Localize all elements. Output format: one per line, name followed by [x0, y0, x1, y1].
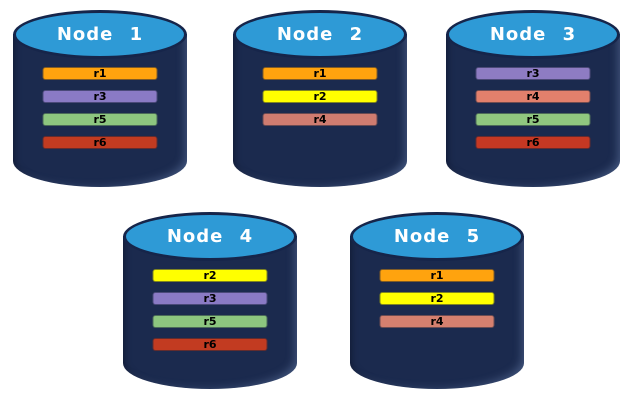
replica-bar-r2: r2 [262, 90, 378, 103]
replica-bar-r1: r1 [42, 67, 158, 80]
node-1-cylinder-body [13, 34, 187, 187]
replica-bar-r1: r1 [262, 67, 378, 80]
node-2-cylinder-body [233, 34, 407, 187]
replica-bar-r3: r3 [152, 292, 268, 305]
node-2-cylinder: Node 2 r1 r2 r4 [233, 10, 407, 187]
replica-bar-r3: r3 [475, 67, 591, 80]
replica-bar-r4: r4 [379, 315, 495, 328]
node-2-replica-list: r1 r2 r4 [262, 67, 378, 136]
replica-bar-r3: r3 [42, 90, 158, 103]
replica-bar-r2: r2 [152, 269, 268, 282]
replica-bar-r2: r2 [379, 292, 495, 305]
replica-bar-r4: r4 [475, 90, 591, 103]
node-5-cylinder-top: Node 5 [350, 212, 524, 261]
node-5-cylinder: Node 5 r1 r2 r4 [350, 212, 524, 389]
replica-bar-r5: r5 [42, 113, 158, 126]
node-3-cylinder-top: Node 3 [446, 10, 620, 59]
node-1-cylinder-top: Node 1 [13, 10, 187, 59]
node-2-cylinder-top: Node 2 [233, 10, 407, 59]
replica-bar-r5: r5 [475, 113, 591, 126]
node-1-cylinder: Node 1 r1 r3 r5 r6 [13, 10, 187, 187]
node-3-cylinder: Node 3 r3 r4 r5 r6 [446, 10, 620, 187]
replica-bar-r6: r6 [152, 338, 268, 351]
node-2-label: Node 2 [276, 24, 364, 45]
replica-bar-r6: r6 [42, 136, 158, 149]
node-4-cylinder-top: Node 4 [123, 212, 297, 261]
replica-bar-r5: r5 [152, 315, 268, 328]
node-5-replica-list: r1 r2 r4 [379, 269, 495, 338]
replica-bar-r4: r4 [262, 113, 378, 126]
node-3-cylinder-body [446, 34, 620, 187]
node-4-label: Node 4 [166, 226, 254, 247]
node-3-replica-list: r3 r4 r5 r6 [475, 67, 591, 159]
node-4-cylinder-body [123, 236, 297, 389]
node-1-label: Node 1 [56, 24, 144, 45]
node-5-label: Node 5 [393, 226, 481, 247]
node-5-cylinder-body [350, 236, 524, 389]
node-4-replica-list: r2 r3 r5 r6 [152, 269, 268, 361]
replica-bar-r6: r6 [475, 136, 591, 149]
replica-bar-r1: r1 [379, 269, 495, 282]
node-3-label: Node 3 [489, 24, 577, 45]
node-1-replica-list: r1 r3 r5 r6 [42, 67, 158, 159]
node-4-cylinder: Node 4 r2 r3 r5 r6 [123, 212, 297, 389]
